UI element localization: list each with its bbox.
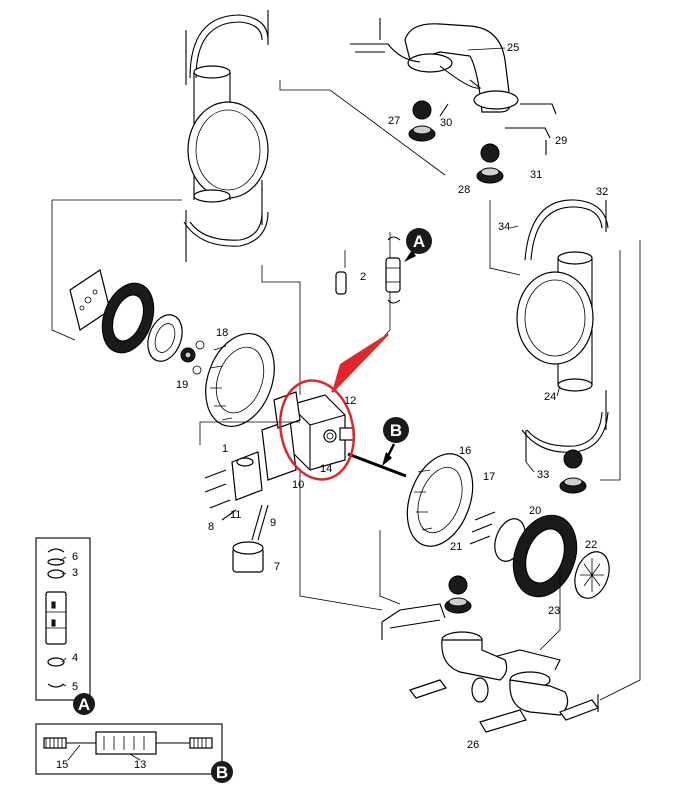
label-24: 24 bbox=[544, 391, 556, 403]
right-diaphragm-assembly bbox=[406, 453, 610, 599]
top-manifold bbox=[350, 18, 557, 155]
label-28: 28 bbox=[458, 184, 470, 196]
label-21: 21 bbox=[450, 541, 462, 553]
top-left-chamber bbox=[183, 10, 269, 262]
check-ball-right bbox=[563, 449, 583, 469]
label-26: 26 bbox=[467, 739, 479, 751]
red-highlight bbox=[279, 333, 389, 481]
label-30: 30 bbox=[440, 117, 452, 129]
label-leaders bbox=[59, 225, 561, 761]
label-8: 8 bbox=[208, 521, 214, 533]
check-ball-27 bbox=[412, 100, 432, 120]
label-10: 10 bbox=[292, 479, 304, 491]
callout-a-spool bbox=[385, 236, 421, 304]
callout-b-badge: B bbox=[383, 417, 409, 443]
assembly-leader-lines bbox=[51, 80, 641, 701]
label-17: 17 bbox=[483, 471, 495, 483]
center-block bbox=[204, 271, 407, 573]
label-9: 9 bbox=[270, 517, 276, 529]
label-18: 18 bbox=[216, 327, 228, 339]
part-number-labels: 2 18 19 12 14 1 10 11 8 9 7 16 17 20 21 … bbox=[56, 42, 608, 771]
inset-a-letter: A bbox=[78, 695, 90, 714]
label-13: 13 bbox=[134, 759, 146, 771]
label-14: 14 bbox=[320, 463, 332, 475]
label-32: 32 bbox=[596, 186, 608, 198]
label-12: 12 bbox=[344, 395, 356, 407]
label-23: 23 bbox=[548, 605, 560, 617]
label-16: 16 bbox=[459, 445, 471, 457]
label-15: 15 bbox=[56, 759, 68, 771]
label-6: 6 bbox=[72, 551, 78, 563]
left-diaphragm-assembly bbox=[69, 269, 275, 428]
label-34: 34 bbox=[498, 221, 510, 233]
label-11: 11 bbox=[230, 509, 241, 521]
label-19: 19 bbox=[176, 379, 188, 391]
inset-a-box: A bbox=[35, 537, 95, 715]
label-22: 22 bbox=[585, 539, 597, 551]
check-ball-28 bbox=[480, 143, 500, 163]
label-1: 1 bbox=[222, 443, 228, 455]
inset-b-letter: B bbox=[216, 763, 228, 782]
label-5: 5 bbox=[72, 681, 78, 693]
label-2: 2 bbox=[360, 271, 366, 283]
label-31: 31 bbox=[530, 169, 542, 181]
label-25: 25 bbox=[507, 42, 519, 54]
label-4: 4 bbox=[72, 652, 78, 664]
label-29: 29 bbox=[555, 135, 567, 147]
callout-a-badge: A bbox=[406, 228, 432, 254]
label-7: 7 bbox=[274, 561, 280, 573]
callout-b-letter: B bbox=[390, 421, 402, 440]
label-27: 27 bbox=[388, 115, 400, 127]
bottom-manifold bbox=[381, 575, 599, 733]
callout-b-arrow bbox=[382, 443, 396, 466]
inset-b-box: B bbox=[35, 723, 233, 783]
right-chamber bbox=[516, 199, 609, 462]
callout-a-letter: A bbox=[413, 232, 425, 251]
label-33: 33 bbox=[537, 469, 549, 481]
label-20: 20 bbox=[529, 505, 541, 517]
label-3: 3 bbox=[72, 567, 78, 579]
